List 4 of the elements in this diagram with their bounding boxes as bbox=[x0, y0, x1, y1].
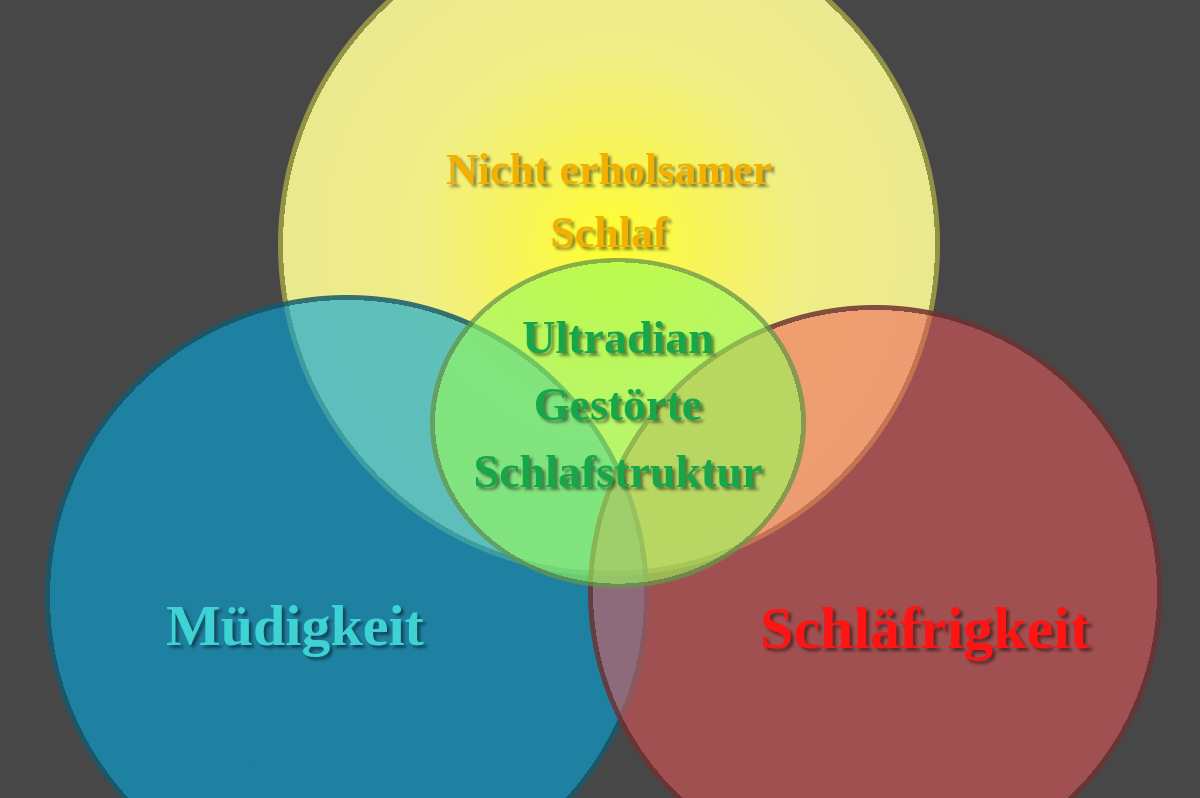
circle-label: Müdigkeit bbox=[166, 592, 424, 660]
circle-label: Ultradian Gestörte Schlafstruktur bbox=[472, 311, 764, 499]
circle-label: Nicht erholsamer Schlaf bbox=[444, 144, 774, 259]
circle-label: Schläfrigkeit bbox=[760, 594, 1090, 663]
